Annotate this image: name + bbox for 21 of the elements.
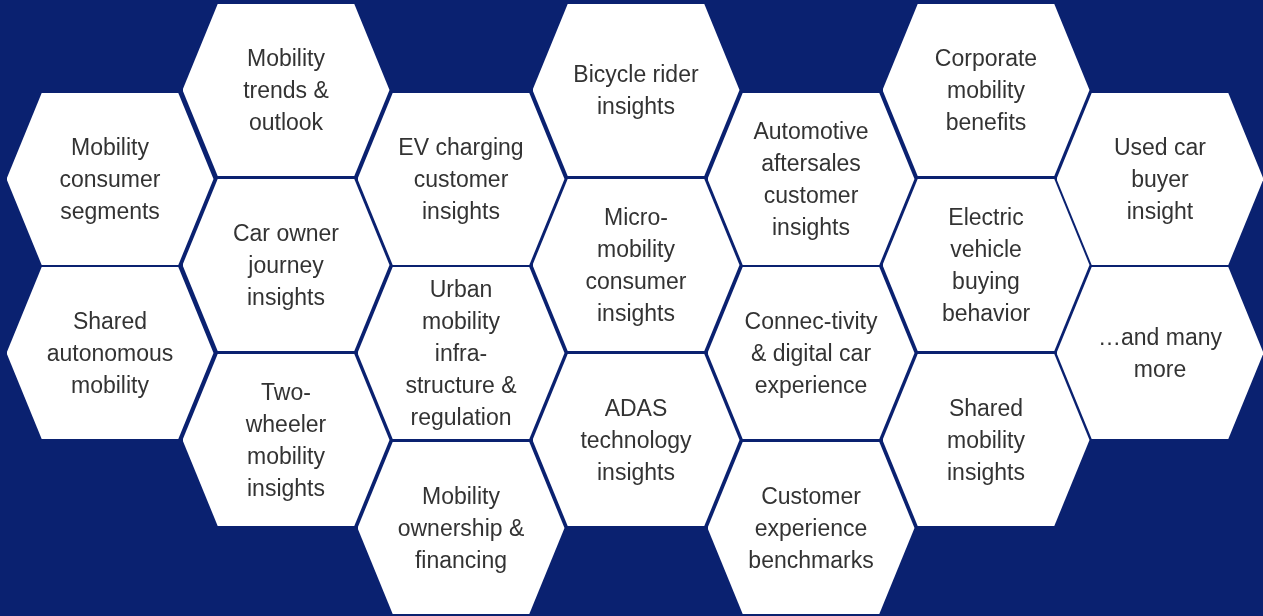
tile-label: Customer experience benchmarks (747, 482, 875, 575)
tile-label: Micro-mobility consumer insights (584, 203, 688, 328)
tile-label: Mobility ownership & financing (396, 482, 526, 575)
tile-label: ADAS technology insights (579, 394, 693, 487)
tile-label: Connec-tivity & digital car experience (743, 307, 879, 400)
tile-label: Shared autonomous mobility (45, 307, 175, 400)
tile-label: Automotive aftersales customer insights (752, 117, 870, 242)
tile-label: Mobility consumer segments (58, 133, 162, 226)
tile-label: Shared mobility insights (946, 394, 1026, 487)
tile-label: Bicycle rider insights (572, 60, 700, 121)
tile-label: Corporate mobility benefits (933, 44, 1039, 137)
hexagon-tile (1056, 267, 1263, 439)
tile-label: Mobility trends & outlook (242, 44, 330, 137)
tile-label: …and many more (1097, 323, 1223, 384)
tile-label: EV charging customer insights (397, 133, 525, 226)
hexagon-tile (1056, 93, 1263, 265)
tile-label: Car owner journey insights (231, 219, 341, 312)
tile-label: Used car buyer insight (1112, 133, 1207, 226)
tile-label: Electric vehicle buying behavior (940, 203, 1032, 328)
tile-label: Urban mobility infra-structure & regulation (404, 275, 518, 432)
tile-label: Two-wheeler mobility insights (244, 378, 328, 503)
